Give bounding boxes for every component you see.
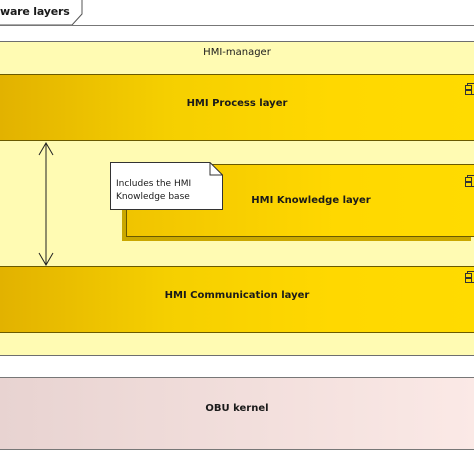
bidirectional-arrow bbox=[38, 142, 54, 266]
obu-kernel-box[interactable] bbox=[0, 377, 474, 450]
hmi-process-layer-label: HMI Process layer bbox=[186, 98, 288, 109]
note-line: Knowledge base bbox=[116, 192, 190, 202]
component-icon bbox=[465, 83, 474, 95]
hmi-communication-layer-label: HMI Communication layer bbox=[164, 290, 310, 301]
hmi-knowledge-layer[interactable] bbox=[126, 164, 474, 237]
note-text: Includes the HMI Knowledge base bbox=[116, 178, 216, 204]
component-icon bbox=[465, 175, 474, 187]
hmi-knowledge-layer-label: HMI Knowledge layer bbox=[251, 195, 371, 206]
package-title: ware layers bbox=[0, 5, 70, 18]
hmi-manager-label: HMI-manager bbox=[203, 47, 271, 58]
component-icon bbox=[465, 271, 474, 283]
note-box[interactable] bbox=[110, 162, 223, 210]
hmi-process-layer[interactable] bbox=[0, 74, 474, 141]
note-line: Includes the HMI bbox=[116, 179, 192, 189]
hmi-communication-layer[interactable] bbox=[0, 266, 474, 333]
obu-kernel-label: OBU kernel bbox=[205, 403, 269, 414]
